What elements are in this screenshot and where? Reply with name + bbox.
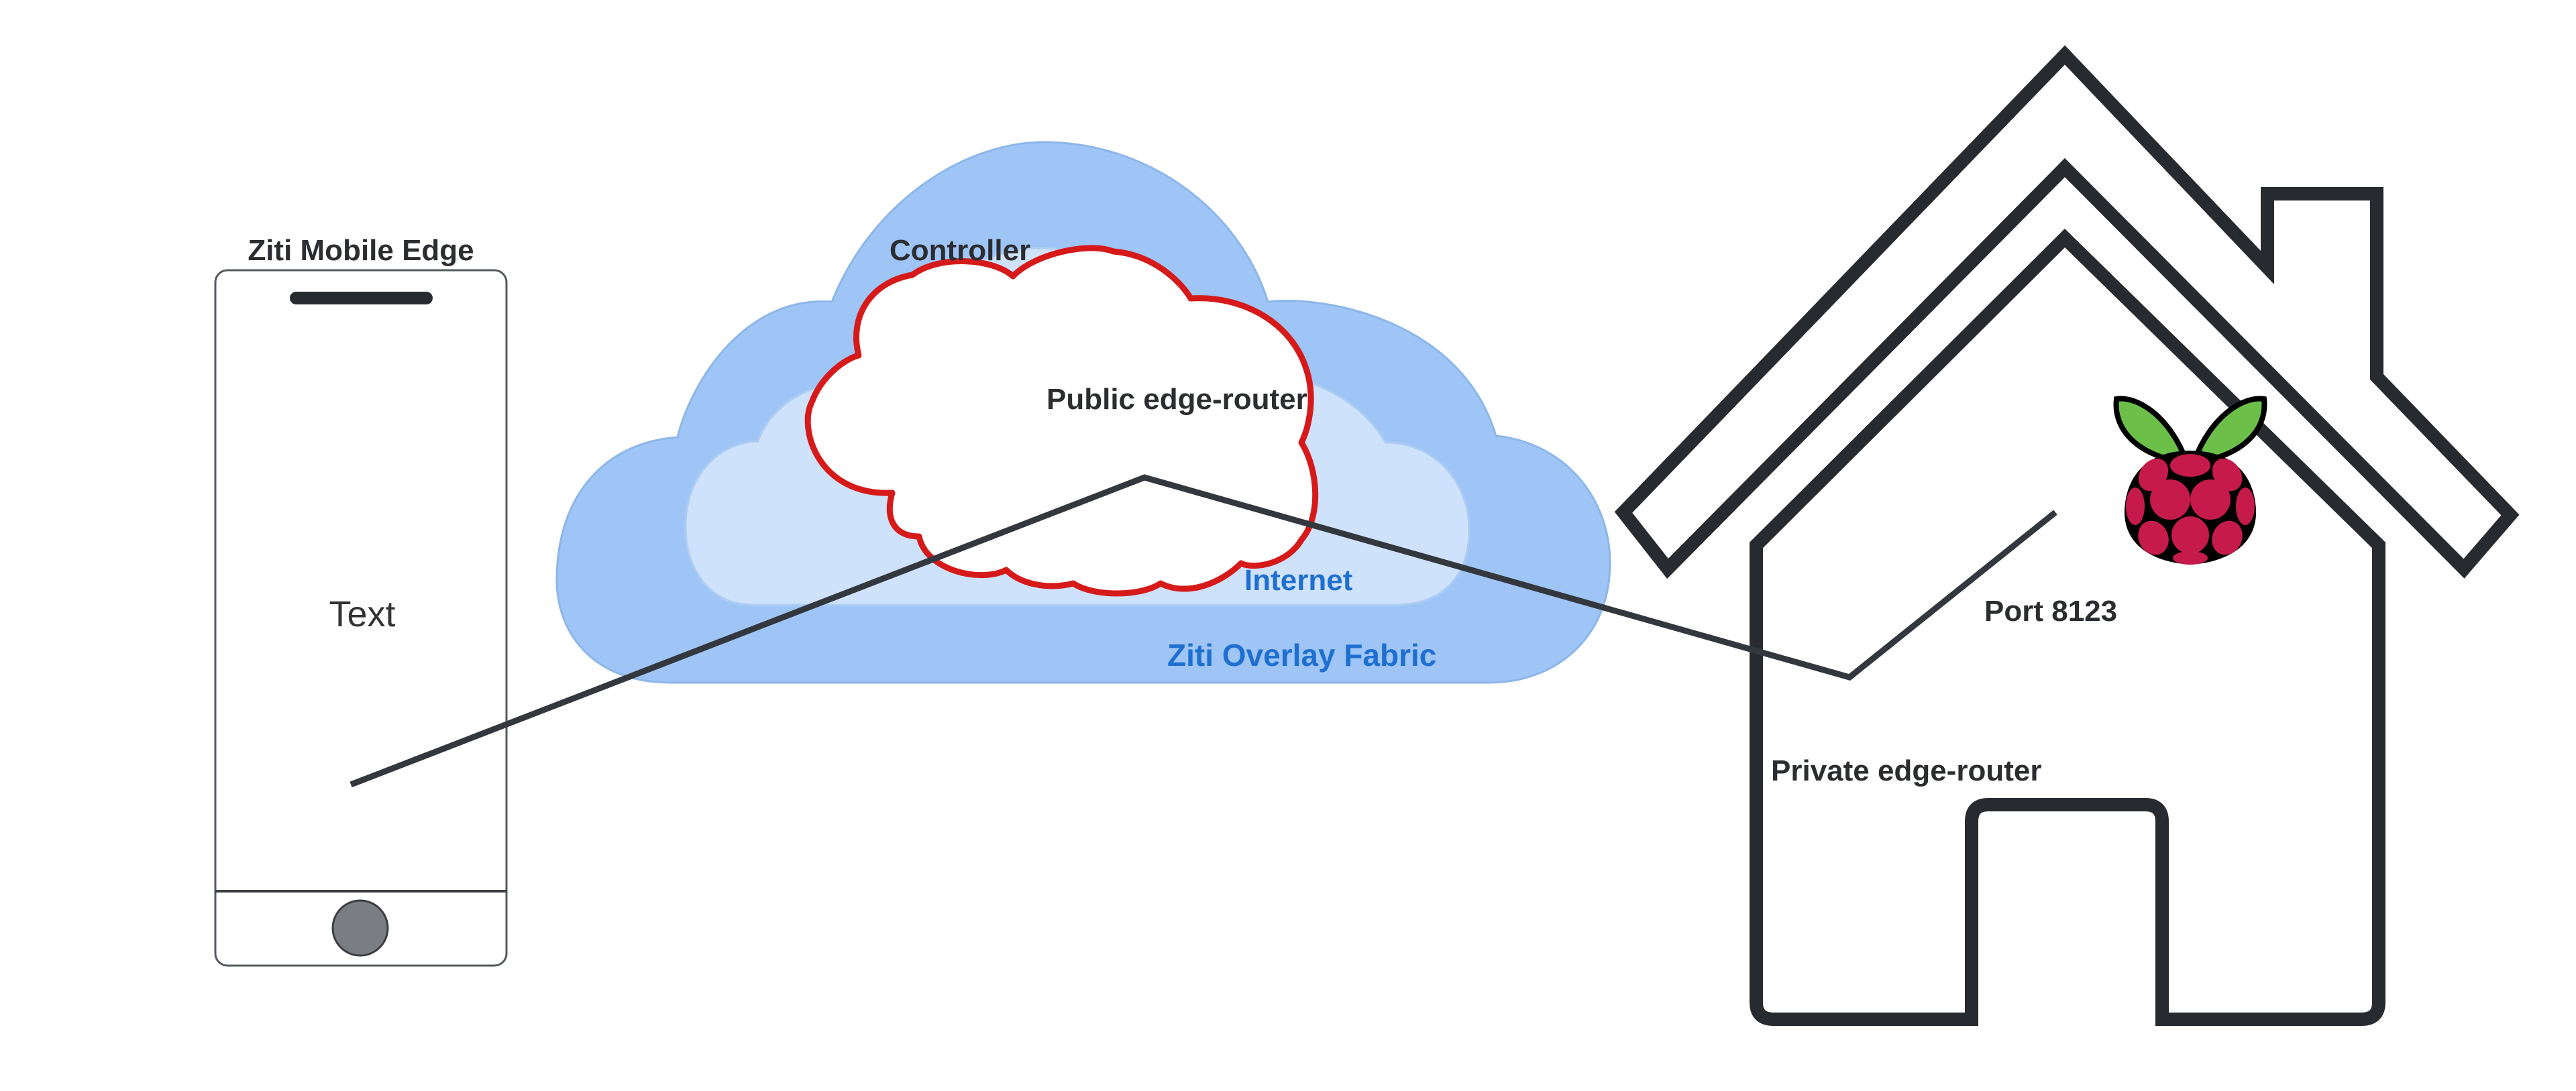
port-label: Port 8123 <box>1984 595 2117 628</box>
house <box>1614 45 2520 1026</box>
internet-label: Internet <box>1244 564 1353 597</box>
controller-label: Controller <box>890 234 1030 267</box>
phone-title: Ziti Mobile Edge <box>248 234 474 267</box>
phone-body <box>214 269 508 967</box>
raspberry-leaf-left <box>2113 396 2191 466</box>
raspberry-pi-icon <box>2113 396 2267 565</box>
overlay-fabric-label: Ziti Overlay Fabric <box>1167 638 1436 673</box>
phone-speaker <box>290 292 433 304</box>
public-edge-router-label: Public edge-router <box>1046 383 1307 416</box>
raspberry-leaf-right <box>2190 396 2267 466</box>
private-edge-router-label: Private edge-router <box>1771 754 2041 787</box>
controller-cloud <box>804 245 1319 597</box>
connection-path <box>350 474 2057 788</box>
house-body <box>1750 228 2385 1026</box>
controller-cloud-shape <box>804 245 1319 597</box>
mobile-phone <box>214 269 508 967</box>
phone-home-button[interactable] <box>331 899 389 957</box>
phone-screen-text: Text <box>329 594 395 634</box>
house-outer-roof <box>1614 45 2520 579</box>
